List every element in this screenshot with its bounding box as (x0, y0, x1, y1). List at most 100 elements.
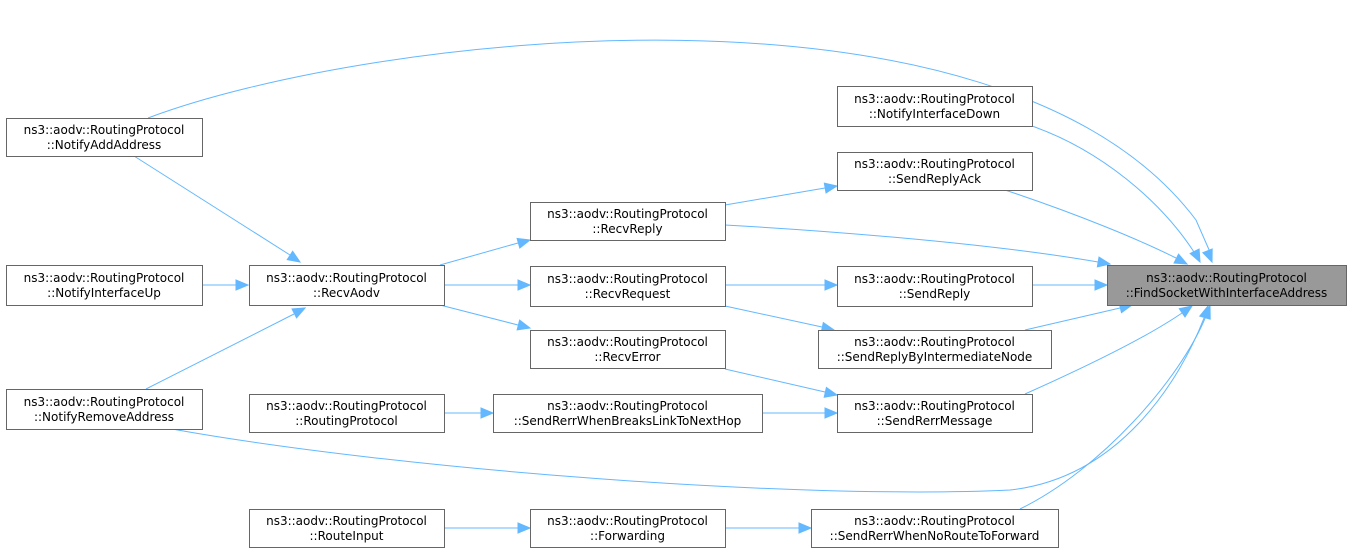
node-notifyInterfaceDown[interactable]: ns3::aodv::RoutingProtocol::NotifyInterf… (837, 86, 1033, 127)
node-notifyInterfaceUp[interactable]: ns3::aodv::RoutingProtocol::NotifyInterf… (6, 265, 203, 306)
node-box[interactable] (837, 266, 1033, 307)
node-box[interactable] (530, 330, 726, 369)
node-box[interactable] (811, 509, 1059, 548)
node-label-method: ::FindSocketWithInterfaceAddress (1126, 286, 1328, 300)
node-notifyAddAddress[interactable]: ns3::aodv::RoutingProtocol::NotifyAddAdd… (6, 118, 203, 157)
node-label-namespace: ns3::aodv::RoutingProtocol (547, 335, 708, 349)
node-label-namespace: ns3::aodv::RoutingProtocol (547, 207, 708, 221)
edge-arrowhead (798, 522, 813, 534)
edge-forwarding-to-sendRerrWhenNoRouteToForward (725, 522, 813, 534)
edge-line (1019, 315, 1207, 510)
node-label-method: ::SendRerrMessage (877, 414, 993, 428)
edge-arrowhead (480, 407, 495, 419)
node-sendRerrMessage[interactable]: ns3::aodv::RoutingProtocol::SendRerrMess… (837, 394, 1033, 433)
node-sendRerrWhenNoRouteToForward[interactable]: ns3::aodv::RoutingProtocol::SendRerrWhen… (811, 509, 1059, 548)
node-box[interactable] (249, 509, 445, 548)
node-label-method: ::SendReply (899, 287, 971, 301)
node-routeInput[interactable]: ns3::aodv::RoutingProtocol::RouteInput (249, 509, 445, 548)
node-box[interactable] (249, 394, 445, 433)
node-sendReplyAck[interactable]: ns3::aodv::RoutingProtocol::SendReplyAck (837, 152, 1033, 191)
node-label-method: ::RecvReply (592, 222, 662, 236)
edge-notifyAddAddress-to-recvAodv (133, 155, 302, 263)
node-label-namespace: ns3::aodv::RoutingProtocol (547, 399, 708, 413)
node-label-namespace: ns3::aodv::RoutingProtocol (266, 514, 427, 528)
edge-arrowhead (517, 279, 532, 291)
nodes-layer: ns3::aodv::RoutingProtocol::NotifyAddAdd… (6, 86, 1347, 548)
node-recvRequest[interactable]: ns3::aodv::RoutingProtocol::RecvRequest (530, 266, 726, 307)
edge-arrowhead (1202, 248, 1213, 264)
node-recvReply[interactable]: ns3::aodv::RoutingProtocol::RecvReply (530, 202, 726, 241)
node-label-namespace: ns3::aodv::RoutingProtocol (266, 399, 427, 413)
edge-arrowhead (824, 279, 839, 291)
node-label-method: ::RecvRequest (585, 287, 671, 301)
node-routingProtocol[interactable]: ns3::aodv::RoutingProtocol::RoutingProto… (249, 394, 445, 433)
edge-sendRerrWhenBreaksLinkToNextHop-to-sendRerrMessage (762, 407, 839, 419)
edge-recvAodv-to-recvError (439, 304, 532, 331)
node-box[interactable] (837, 86, 1033, 127)
node-sendRerrWhenBreaksLinkToNextHop[interactable]: ns3::aodv::RoutingProtocol::SendRerrWhen… (493, 394, 763, 433)
edge-notifyInterfaceDown-to-findSocketWithInterfaceAddress (1031, 125, 1201, 264)
edge-line (145, 313, 295, 390)
edge-arrowhead (1173, 253, 1189, 265)
edge-arrowhead (517, 522, 532, 534)
node-box[interactable] (837, 394, 1033, 433)
node-recvAodv[interactable]: ns3::aodv::RoutingProtocol::RecvAodv (249, 265, 445, 306)
node-label-namespace: ns3::aodv::RoutingProtocol (854, 272, 1015, 286)
node-sendReply[interactable]: ns3::aodv::RoutingProtocol::SendReply (837, 266, 1033, 307)
edge-line (724, 305, 823, 328)
node-label-method: ::SendReplyByIntermediateNode (837, 350, 1033, 364)
node-label-namespace: ns3::aodv::RoutingProtocol (854, 399, 1015, 413)
node-box[interactable] (530, 509, 726, 548)
node-label-method: ::NotifyRemoveAddress (34, 410, 174, 424)
edge-line (171, 317, 1205, 493)
node-box[interactable] (6, 265, 203, 306)
edge-arrowhead (824, 407, 839, 419)
node-label-namespace: ns3::aodv::RoutingProtocol (1146, 271, 1307, 285)
edge-arrowhead (1094, 279, 1109, 291)
edge-sendRerrMessage-to-findSocketWithInterfaceAddress (1024, 305, 1194, 395)
edge-notifyInterfaceUp-to-recvAodv (202, 279, 250, 291)
edge-arrowhead (516, 237, 532, 249)
node-label-namespace: ns3::aodv::RoutingProtocol (854, 335, 1015, 349)
node-sendReplyByIntermediateNode[interactable]: ns3::aodv::RoutingProtocol::SendReplyByI… (818, 330, 1052, 369)
edge-recvReply-to-findSocketWithInterfaceAddress (724, 224, 1112, 268)
node-box[interactable] (6, 389, 203, 430)
edge-sendRerrWhenNoRouteToForward-to-findSocketWithInterfaceAddress (1019, 304, 1211, 510)
edge-recvReply-to-sendReplyAck (724, 182, 839, 206)
edge-arrowhead (291, 307, 307, 319)
edge-arrowhead (1200, 304, 1211, 320)
node-label-namespace: ns3::aodv::RoutingProtocol (266, 271, 427, 285)
node-box[interactable] (818, 330, 1052, 369)
node-findSocketWithInterfaceAddress[interactable]: ns3::aodv::RoutingProtocol::FindSocketWi… (1107, 265, 1347, 306)
node-label-method: ::RoutingProtocol (295, 414, 397, 428)
edge-arrowhead (1189, 248, 1201, 264)
edge-arrowhead (516, 319, 532, 331)
node-box[interactable] (530, 202, 726, 241)
edge-arrowhead (235, 279, 250, 291)
node-notifyRemoveAddress[interactable]: ns3::aodv::RoutingProtocol::NotifyRemove… (6, 389, 203, 430)
edge-sendReplyByIntermediateNode-to-findSocketWithInterfaceAddress (1024, 302, 1134, 331)
node-label-method: ::SendRerrWhenNoRouteToForward (830, 529, 1040, 543)
node-box[interactable] (6, 118, 203, 157)
node-recvError[interactable]: ns3::aodv::RoutingProtocol::RecvError (530, 330, 726, 369)
node-box[interactable] (837, 152, 1033, 191)
node-label-method: ::NotifyInterfaceUp (47, 286, 161, 300)
edge-line (1004, 189, 1177, 259)
edge-line (133, 155, 291, 256)
node-box[interactable] (1107, 265, 1347, 306)
node-box[interactable] (249, 265, 445, 306)
node-forwarding[interactable]: ns3::aodv::RoutingProtocol::Forwarding (530, 509, 726, 548)
edge-arrowhead (1178, 305, 1194, 318)
edge-arrowhead (286, 250, 302, 263)
node-label-method: ::RecvError (594, 350, 660, 364)
node-box[interactable] (530, 266, 726, 307)
node-label-method: ::NotifyInterfaceDown (869, 107, 1000, 121)
edge-recvAodv-to-recvReply (439, 237, 532, 266)
node-box[interactable] (493, 394, 763, 433)
node-label-method: ::NotifyAddAddress (47, 138, 162, 152)
edge-line (724, 187, 826, 206)
edge-arrowhead (823, 386, 839, 398)
node-label-namespace: ns3::aodv::RoutingProtocol (24, 395, 185, 409)
node-label-namespace: ns3::aodv::RoutingProtocol (854, 157, 1015, 171)
